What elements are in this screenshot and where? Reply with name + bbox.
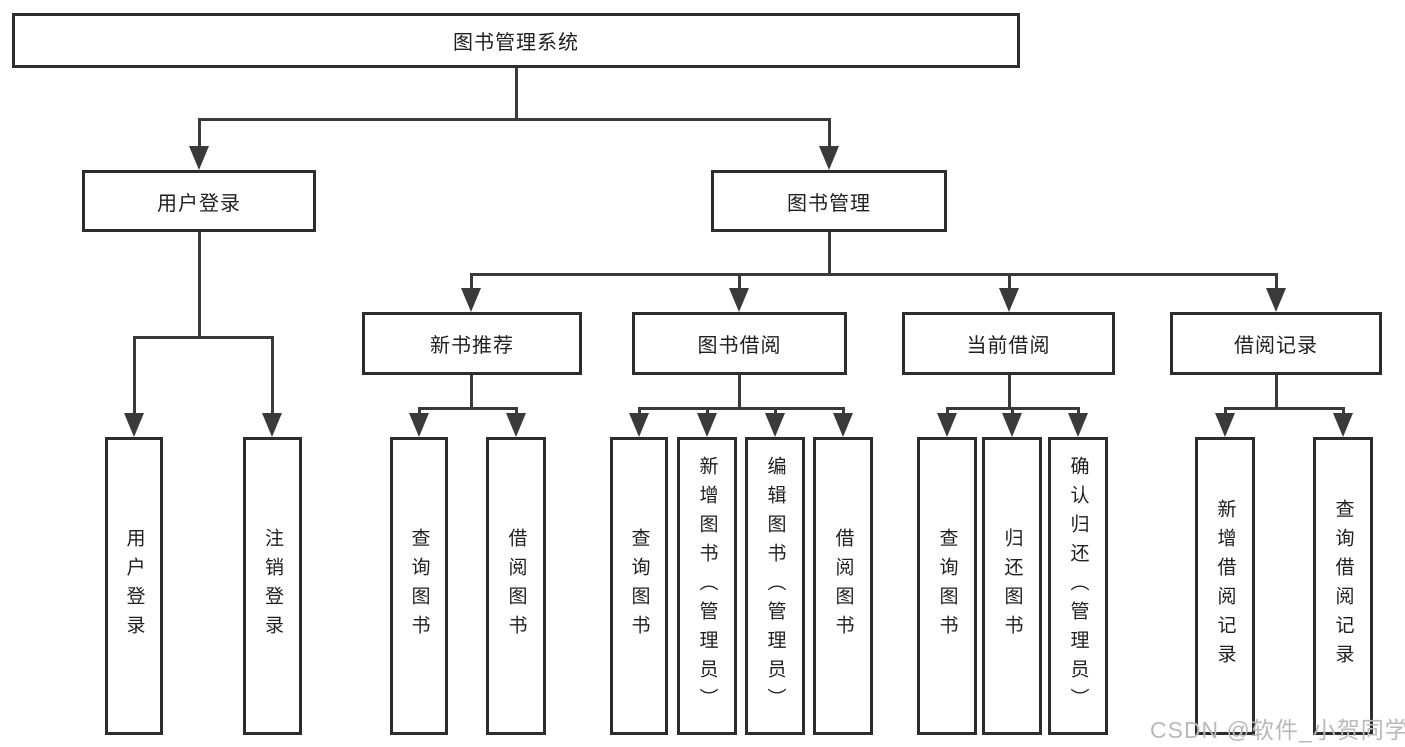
arrowhead-down-icon bbox=[1002, 413, 1022, 437]
connector-line bbox=[418, 407, 518, 410]
connector-line bbox=[842, 407, 845, 415]
leaf-return-books: 归还图书 bbox=[982, 437, 1042, 735]
connector-line bbox=[828, 118, 831, 148]
arrowhead-down-icon bbox=[937, 413, 957, 437]
node-label: 新书推荐 bbox=[430, 335, 514, 357]
node-label: 注销登录 bbox=[262, 528, 283, 644]
leaf-add-book-admin: 新增图书（管理员） bbox=[677, 437, 737, 735]
arrowhead-down-icon bbox=[1068, 413, 1088, 437]
arrowhead-down-icon bbox=[999, 288, 1019, 312]
connector-line bbox=[470, 273, 473, 290]
node-new-book-recommend: 新书推荐 bbox=[362, 312, 582, 375]
node-label: 借阅记录 bbox=[1234, 335, 1318, 357]
connector-line bbox=[133, 336, 136, 415]
leaf-borrow-books: 借阅图书 bbox=[486, 437, 546, 735]
node-label: 借阅图书 bbox=[505, 528, 527, 644]
connector-line bbox=[198, 118, 201, 148]
node-book-borrowing: 图书借阅 bbox=[632, 312, 847, 375]
connector-line bbox=[470, 273, 1277, 276]
connector-line bbox=[1224, 407, 1227, 415]
watermark-text: CSDN @软件_小贺同学 bbox=[1150, 717, 1405, 743]
arrowhead-down-icon bbox=[697, 413, 717, 437]
connector-line bbox=[1275, 273, 1278, 290]
connector-line bbox=[774, 407, 777, 415]
leaf-borrow-books: 借阅图书 bbox=[813, 437, 873, 735]
connector-line bbox=[638, 407, 641, 415]
arrowhead-down-icon bbox=[262, 413, 282, 437]
node-label: 新增借阅记录 bbox=[1214, 499, 1236, 673]
node-label: 查询图书 bbox=[408, 528, 430, 644]
node-label: 当前借阅 bbox=[966, 335, 1051, 357]
connector-line bbox=[515, 68, 518, 118]
leaf-edit-book-admin: 编辑图书（管理员） bbox=[745, 437, 805, 735]
leaf-query-borrow-record: 查询借阅记录 bbox=[1313, 437, 1373, 735]
connector-line bbox=[638, 407, 845, 410]
connector-line bbox=[198, 232, 201, 336]
node-label: 查询借阅记录 bbox=[1332, 499, 1354, 673]
node-label: 归还图书 bbox=[1001, 528, 1023, 644]
node-label: 借阅图书 bbox=[832, 528, 854, 644]
node-label: 用户登录 bbox=[123, 528, 145, 644]
connector-line bbox=[470, 375, 473, 407]
node-user-login-branch: 用户登录 bbox=[82, 170, 316, 232]
leaf-confirm-return-admin: 确认归还（管理员） bbox=[1048, 437, 1108, 735]
connector-line bbox=[271, 336, 274, 415]
connector-line bbox=[738, 375, 741, 407]
connector-line bbox=[1077, 407, 1080, 415]
arrowhead-down-icon bbox=[189, 146, 209, 170]
arrowhead-down-icon bbox=[409, 413, 429, 437]
arrowhead-down-icon bbox=[461, 288, 481, 312]
node-label: 新增图书（管理员） bbox=[696, 455, 718, 717]
node-label: 查询图书 bbox=[936, 528, 958, 644]
node-label: 用户登录 bbox=[157, 192, 241, 215]
connector-line bbox=[738, 273, 741, 290]
node-current-borrowing: 当前借阅 bbox=[902, 312, 1115, 375]
connector-line bbox=[1342, 407, 1345, 415]
leaf-logout: 注销登录 bbox=[243, 437, 302, 735]
connector-line bbox=[1008, 375, 1011, 407]
node-label: 查询图书 bbox=[628, 528, 650, 644]
arrowhead-down-icon bbox=[765, 413, 785, 437]
connector-line bbox=[515, 407, 518, 415]
node-borrowing-records: 借阅记录 bbox=[1170, 312, 1382, 375]
arrowhead-down-icon bbox=[629, 413, 649, 437]
arrowhead-down-icon bbox=[1333, 413, 1353, 437]
connector-line bbox=[946, 407, 949, 415]
leaf-add-borrow-record: 新增借阅记录 bbox=[1195, 437, 1255, 735]
arrowhead-down-icon bbox=[819, 146, 839, 170]
node-label: 图书借阅 bbox=[697, 335, 782, 357]
connector-line bbox=[1008, 273, 1011, 290]
node-label: 编辑图书（管理员） bbox=[764, 455, 786, 717]
connector-line bbox=[828, 232, 831, 273]
arrowhead-down-icon bbox=[1266, 288, 1286, 312]
arrowhead-down-icon bbox=[1215, 413, 1235, 437]
arrowhead-down-icon bbox=[729, 288, 749, 312]
node-label: 图书管理系统 bbox=[453, 32, 579, 54]
arrowhead-down-icon bbox=[833, 413, 853, 437]
node-library-management-system: 图书管理系统 bbox=[12, 13, 1020, 68]
leaf-query-books: 查询图书 bbox=[610, 437, 668, 735]
node-book-management: 图书管理 bbox=[711, 170, 947, 232]
connector-line bbox=[1275, 375, 1278, 407]
arrowhead-down-icon bbox=[506, 413, 526, 437]
connector-line bbox=[706, 407, 709, 415]
leaf-query-books: 查询图书 bbox=[917, 437, 977, 735]
arrowhead-down-icon bbox=[124, 413, 144, 437]
connector-line bbox=[1224, 407, 1345, 410]
connector-line bbox=[133, 336, 274, 339]
leaf-user-login: 用户登录 bbox=[105, 437, 163, 735]
connector-line bbox=[198, 118, 831, 121]
connector-line bbox=[418, 407, 421, 415]
node-label: 确认归还（管理员） bbox=[1067, 455, 1089, 717]
node-label: 图书管理 bbox=[787, 192, 871, 215]
leaf-query-books: 查询图书 bbox=[390, 437, 448, 735]
connector-line bbox=[1011, 407, 1014, 415]
